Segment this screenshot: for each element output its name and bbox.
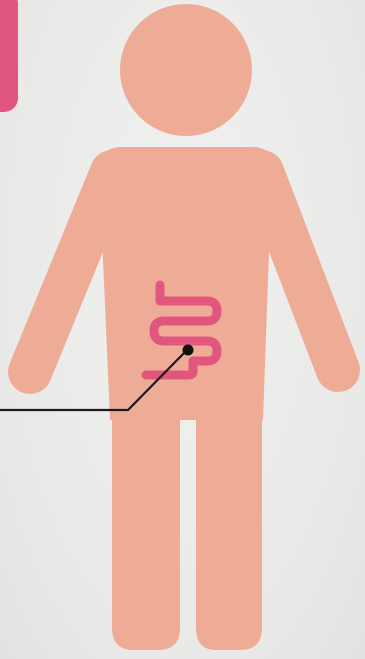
left-arm-shape [30, 172, 112, 372]
right-arm-shape [262, 172, 338, 370]
right-leg-shape [196, 400, 262, 650]
head-shape [120, 4, 252, 136]
left-leg-shape [112, 400, 180, 650]
leader-dot [183, 345, 194, 356]
